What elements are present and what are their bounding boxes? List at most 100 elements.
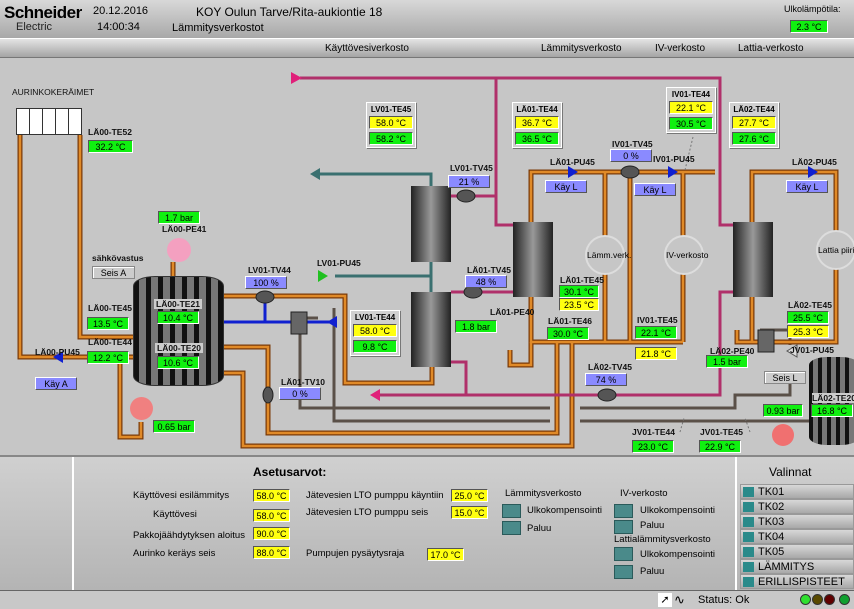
- la00-te52-label: LÄ00-TE52: [88, 127, 132, 137]
- outdoor-temp: 2.3 °C: [790, 20, 828, 33]
- heater-state[interactable]: Seis A: [92, 266, 135, 279]
- trend-icon[interactable]: ∿: [674, 592, 685, 607]
- lattia-ulko-label[interactable]: Ulkokompensointi: [640, 549, 715, 560]
- lv01-te44-setpoint[interactable]: 58.0 °C: [353, 324, 397, 337]
- lattia-title: Lattialämmitysverkosto: [614, 534, 711, 545]
- nav-lattia-verkosto[interactable]: Lattia-verkosto: [738, 43, 804, 54]
- valinnat-tk01[interactable]: TK01: [740, 484, 854, 499]
- heat-exchanger-lv2-icon: [411, 292, 451, 367]
- la01-tv10-value[interactable]: 0 %: [279, 387, 321, 400]
- brand-logo: Schneider: [4, 3, 82, 22]
- valinnat-title: Valinnat: [769, 465, 812, 479]
- lv01-te44-value: 9.8 °C: [353, 340, 397, 353]
- pump-jv01-pu45-icon: [786, 344, 798, 358]
- setting-value[interactable]: 88.0 °C: [253, 546, 290, 559]
- pump-la01-pu45-icon: [568, 166, 578, 178]
- iv01-te45-label: IV01-TE45: [637, 315, 678, 325]
- valinnat-tk04[interactable]: TK04: [740, 529, 854, 544]
- setting-value[interactable]: 25.0 °C: [451, 489, 488, 502]
- curve-button-icon[interactable]: [502, 521, 521, 535]
- iv01-te44-setpoint[interactable]: 22.1 °C: [669, 101, 713, 114]
- time: 14:00:34: [97, 21, 140, 33]
- nav-kayttovesiverkosto[interactable]: Käyttövesiverkosto: [325, 43, 409, 54]
- valinnat-erillispisteet[interactable]: ERILLISPISTEET: [740, 574, 854, 589]
- iv-paluu-label[interactable]: Paluu: [640, 520, 665, 531]
- circuit-iv-verkosto[interactable]: IV-verkosto: [664, 235, 709, 275]
- arrow-icon: [291, 72, 302, 84]
- arrow-icon: [310, 168, 320, 180]
- setting-value[interactable]: 17.0 °C: [427, 548, 464, 561]
- lamm-ulko-label[interactable]: Ulkokompensointi: [527, 505, 602, 516]
- pump-iv01-pu45-icon: [668, 166, 678, 178]
- lattia-paluu-label[interactable]: Paluu: [640, 566, 665, 577]
- la02-tv45-value[interactable]: 74 %: [585, 373, 627, 386]
- la00-pu45-state[interactable]: Käy A: [35, 377, 77, 390]
- lv01-tv44-value[interactable]: 100 %: [245, 276, 287, 289]
- la01-te44-label: LÄ01-TE44: [516, 105, 558, 114]
- curve-button-icon[interactable]: [614, 565, 633, 579]
- setting-label: Käyttövesi esilämmitys: [133, 490, 230, 501]
- la01-pe40-label: LÄ01-PE40: [490, 307, 535, 317]
- setting-value[interactable]: 58.0 °C: [253, 489, 290, 502]
- circuit-lattia-piiri[interactable]: Lattia piiri: [816, 230, 854, 270]
- lv01-tv45-value[interactable]: 21 %: [448, 175, 490, 188]
- lamm-paluu-label[interactable]: Paluu: [527, 523, 552, 534]
- setting-value[interactable]: 90.0 °C: [253, 527, 290, 540]
- pointer-icon[interactable]: ➚: [658, 593, 672, 607]
- la01-pe40-value: 1.8 bar: [455, 320, 497, 333]
- la02-pe40-label: LÄ02-PE40: [710, 346, 755, 356]
- item-label: LÄMMITYS: [758, 561, 815, 573]
- solar-title: AURINKOKERÄIMET: [12, 87, 95, 97]
- iv01-te45-setpoint[interactable]: 21.8 °C: [635, 347, 677, 360]
- setting-label: Aurinko keräys seis: [133, 548, 216, 559]
- la02-tv45-label: LÄ02-TV45: [588, 362, 632, 372]
- status-led-icon: [839, 594, 850, 605]
- setting-value[interactable]: 58.0 °C: [253, 509, 290, 522]
- curve-button-icon[interactable]: [614, 504, 633, 518]
- lv01-pu45-label: LV01-PU45: [317, 258, 361, 268]
- jv01-pu45-label: JV01-PU45: [790, 345, 834, 355]
- valinnat-panel: Valinnat TK01 TK02 TK03 TK04 TK05 LÄMMIT…: [735, 457, 854, 590]
- la01-te44-setpoint[interactable]: 36.7 °C: [515, 116, 559, 129]
- iv01-tv45-value[interactable]: 0 %: [610, 149, 652, 162]
- setting-value[interactable]: 15.0 °C: [451, 506, 488, 519]
- la02-pu45-state[interactable]: Käy L: [786, 180, 828, 193]
- valinnat-lammitys[interactable]: LÄMMITYS: [740, 559, 854, 574]
- lv01-te44-panel: LV01-TE44 58.0 °C 9.8 °C: [350, 310, 400, 356]
- la00-te45-label: LÄ00-TE45: [88, 303, 132, 313]
- nav-iv-verkosto[interactable]: IV-verkosto: [655, 43, 706, 54]
- la02-te45-label: LÄ02-TE45: [788, 300, 832, 310]
- expansion-vessel-icon: [130, 397, 153, 420]
- la00-te21-value: 10.4 °C: [157, 311, 199, 324]
- curve-button-icon[interactable]: [614, 520, 633, 534]
- la02-te44-setpoint[interactable]: 27.7 °C: [732, 116, 776, 129]
- la01-tv10-label: LÄ01-TV10: [281, 377, 325, 387]
- la00-te45-value: 13.5 °C: [87, 317, 129, 330]
- valinnat-tk05[interactable]: TK05: [740, 544, 854, 559]
- valinnat-tk02[interactable]: TK02: [740, 499, 854, 514]
- valinnat-tk03[interactable]: TK03: [740, 514, 854, 529]
- la00-te52-value: 32.2 °C: [88, 140, 133, 153]
- lamm-title: Lämmitysverkosto: [505, 488, 582, 499]
- status-led-yellow-icon: [812, 594, 823, 605]
- curve-button-icon[interactable]: [614, 547, 633, 561]
- la02-pe40-value: 1.5 bar: [706, 355, 748, 368]
- la01-pu45-state[interactable]: Käy L: [545, 180, 587, 193]
- circuit-lamm-verk[interactable]: Lämm.verk.: [585, 235, 631, 275]
- nav-lammitysverkosto[interactable]: Lämmitysverkosto: [541, 43, 622, 54]
- jv01-pu45-state[interactable]: Seis L: [764, 371, 806, 384]
- lv01-te45-label: LV01-TE45: [370, 105, 412, 114]
- item-label: TK03: [758, 516, 785, 528]
- heat-exchanger-lv1-icon: [411, 186, 451, 262]
- iv-ulko-label[interactable]: Ulkokompensointi: [640, 505, 715, 516]
- la02-te45-setpoint[interactable]: 25.3 °C: [787, 325, 829, 338]
- settings-panel: Asetusarvot: Käyttövesi esilämmitys 58.0…: [0, 455, 854, 590]
- la01-tv45-value[interactable]: 48 %: [465, 275, 507, 288]
- la02-te44-value: 27.6 °C: [732, 132, 776, 145]
- la01-te45-setpoint[interactable]: 23.5 °C: [559, 298, 599, 311]
- curve-button-icon[interactable]: [502, 504, 521, 518]
- lv01-te45-setpoint[interactable]: 58.0 °C: [369, 116, 413, 129]
- iv01-pu45-state[interactable]: Käy L: [634, 183, 676, 196]
- la01-te46-label: LÄ01-TE46: [548, 316, 592, 326]
- lv01-tv44-label: LV01-TV44: [248, 265, 291, 275]
